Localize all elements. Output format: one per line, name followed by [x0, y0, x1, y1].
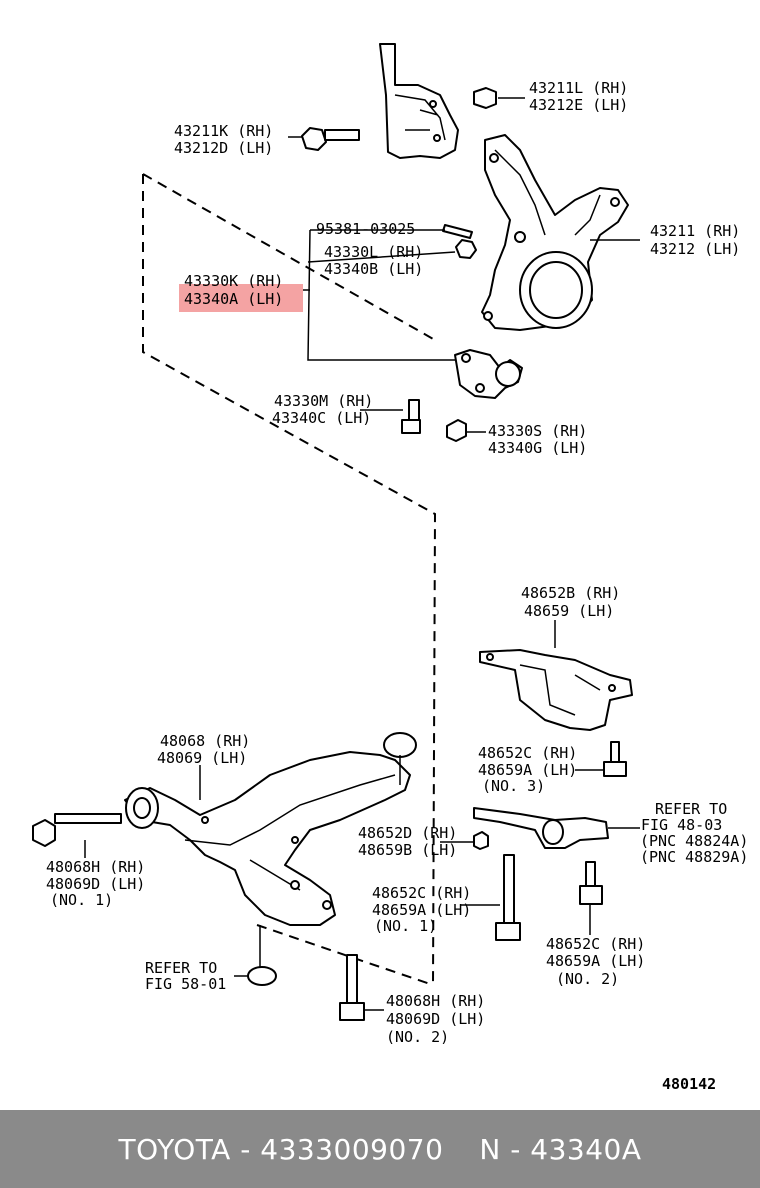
bolt-48652C-no3-shape	[603, 741, 627, 777]
label-fig4803: FIG 48-03	[641, 816, 722, 834]
label-48069D-b: 48069D (LH)	[386, 1010, 485, 1028]
label-43211K: 43211K (RH)	[174, 122, 273, 140]
bracket-48824A-shape	[473, 807, 609, 849]
label-48659A-c: 48659A (LH)	[546, 952, 645, 970]
label-43340A: 43340A (LH)	[184, 290, 283, 308]
ball-joint-shape	[454, 349, 523, 399]
label-48068H-a: 48068H (RH)	[46, 858, 145, 876]
label-no2-c: (NO. 2)	[556, 970, 619, 988]
footer-n-code: N - 43340A	[479, 1132, 642, 1166]
label-fig5801: FIG 58-01	[145, 975, 226, 993]
label-43330L: 43330L (RH)	[324, 243, 423, 261]
bolt-48652C-no1-shape	[495, 854, 521, 941]
steering-knuckle-shape	[481, 134, 629, 331]
label-no1-a: (NO. 1)	[50, 891, 113, 909]
label-48659B: 48659B (LH)	[358, 841, 457, 859]
label-no3: (NO. 3)	[482, 777, 545, 795]
bolt-43211K-shape	[301, 127, 360, 151]
label-48652B: 48652B (RH)	[521, 584, 620, 602]
label-43330K: 43330K (RH)	[184, 272, 283, 290]
label-43211: 43211 (RH)	[650, 222, 740, 240]
dashed-outline	[142, 173, 437, 986]
label-48652D: 48652D (RH)	[358, 824, 457, 842]
label-pnc48824a: (PNC 48824A)	[640, 832, 748, 850]
label-48069D-a: 48069D (LH)	[46, 875, 145, 893]
label-43340G: 43340G (LH)	[488, 439, 587, 457]
label-pnc48829a: (PNC 48829A)	[640, 848, 748, 866]
footer-dash-text: -	[240, 1132, 251, 1166]
nut-43330S-shape	[446, 419, 467, 442]
bracket-48652B-shape	[479, 649, 633, 731]
footer-part-number: 4333009070	[260, 1132, 444, 1166]
bolt-48068H-no1-shape	[32, 813, 122, 847]
label-48069: 48069 (LH)	[157, 749, 247, 767]
label-48068: 48068 (RH)	[160, 732, 250, 750]
label-48652C-b: 48652C (RH)	[372, 884, 471, 902]
label-no2-b: (NO. 2)	[386, 1028, 449, 1046]
label-43330M: 43330M (RH)	[274, 392, 373, 410]
bolt-43330M-shape	[401, 399, 421, 434]
castle-nut-shape	[455, 239, 477, 259]
bolt-48652C-no2-shape	[579, 861, 603, 905]
label-refer-to: REFER TO	[655, 800, 727, 818]
label-43340C: 43340C (LH)	[272, 409, 371, 427]
label-48652C-a: 48652C (RH)	[478, 744, 577, 762]
footer-bar: TOYOTA - 4333009070 N - 43340A	[0, 1110, 760, 1188]
footer-dash: -	[231, 1133, 260, 1166]
footer-brand: TOYOTA	[118, 1132, 231, 1166]
nut-48652D-shape	[473, 831, 489, 850]
leader-lines	[84, 97, 640, 1011]
label-43212E: 43212E (LH)	[529, 96, 628, 114]
parts-diagram: 43211K (RH) 43212D (LH) 43211L (RH) 4321…	[32, 43, 748, 1093]
label-48659: 48659 (LH)	[524, 602, 614, 620]
label-43340B: 43340B (LH)	[324, 260, 423, 278]
label-48068H-b: 48068H (RH)	[386, 992, 485, 1010]
label-43330S: 43330S (RH)	[488, 422, 587, 440]
label-48659A-b: 48659A (LH)	[372, 901, 471, 919]
label-43212D: 43212D (LH)	[174, 139, 273, 157]
label-95381: 95381-03025	[316, 220, 415, 238]
bushing-shape	[247, 966, 277, 986]
nut-43211L-shape	[473, 87, 497, 109]
lower-control-arm-shape	[124, 732, 417, 926]
figure-number: 480142	[662, 1075, 716, 1093]
label-no1-b: (NO. 1)	[374, 917, 437, 935]
highlight-box	[179, 284, 303, 312]
label-43211L: 43211L (RH)	[529, 79, 628, 97]
label-43212: 43212 (LH)	[650, 240, 740, 258]
strut-shape	[379, 43, 459, 159]
label-refer-to-2: REFER TO	[145, 959, 217, 977]
label-48652C-c: 48652C (RH)	[546, 935, 645, 953]
bolt-48068H-no2-shape	[339, 954, 365, 1021]
label-48659A-a: 48659A (LH)	[478, 761, 577, 779]
cotter-pin-shape	[442, 224, 473, 239]
